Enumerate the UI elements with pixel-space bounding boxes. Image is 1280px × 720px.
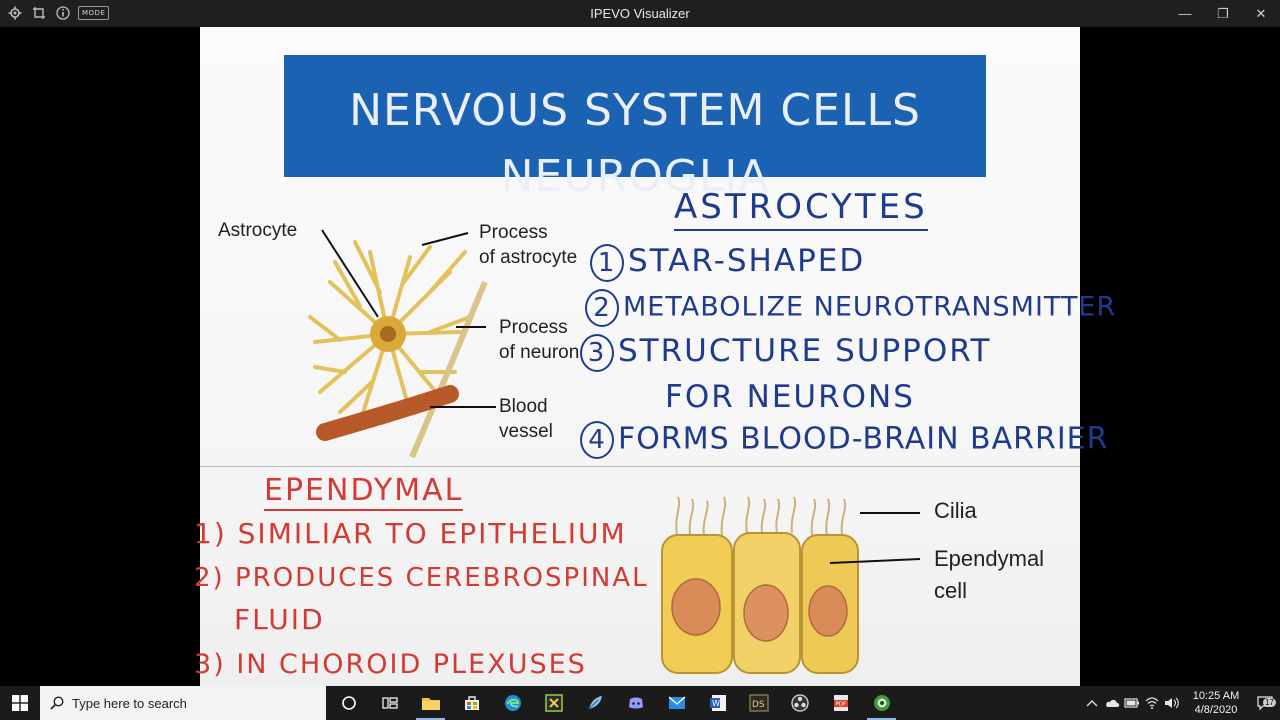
search-icon (50, 696, 64, 710)
astro-point-4-text: FORMS BLOOD-BRAIN BARRIER (618, 421, 1109, 457)
notification-count-badge: 17 (1263, 698, 1276, 707)
label-cilia: Cilia (934, 498, 977, 523)
notification-center-button[interactable]: 17 (1250, 696, 1280, 711)
ependymal-point-1: 1) SIMILIAR TO EPITHELIUM (194, 517, 627, 550)
ependymal-point-3-number: 3 (194, 649, 214, 680)
astro-point-4-number: 4 (580, 421, 614, 459)
taskbar-search-box[interactable]: Type here to search (40, 686, 326, 720)
svg-text:W: W (712, 699, 720, 708)
info-icon[interactable] (54, 4, 72, 22)
onedrive-cloud-icon[interactable] (1102, 698, 1122, 708)
ependymal-leader-lines (829, 512, 921, 564)
slide-title-line-1: NERVOUS SYSTEM CELLS (349, 85, 921, 136)
windows-logo-icon (12, 695, 28, 711)
svg-text:PDF: PDF (835, 702, 846, 708)
start-button[interactable] (0, 686, 40, 720)
edge-icon[interactable] (492, 686, 533, 720)
astro-point-3-text: STRUCTURE SUPPORT (618, 333, 992, 369)
file-explorer-icon[interactable] (410, 686, 451, 720)
section-divider (200, 466, 1080, 467)
ependymal-point-2-text: PRODUCES CEREBROSPINAL (234, 563, 649, 593)
label-ependymal-1: Ependymal (934, 546, 1045, 571)
ipevo-icon[interactable] (861, 686, 902, 720)
camera-preview: NERVOUS SYSTEM CELLS NEUROGLIA (0, 27, 1280, 686)
taskbar-clock[interactable]: 10:25 AM 4/8/2020 (1182, 689, 1250, 717)
app-icon[interactable] (533, 686, 574, 720)
crop-icon[interactable] (30, 4, 48, 22)
slide-title-band: NERVOUS SYSTEM CELLS NEUROGLIA (284, 55, 986, 202)
discord-icon[interactable] (615, 686, 656, 720)
label-blood-1: Blood (499, 396, 548, 417)
window-controls: — ❐ ✕ (1166, 0, 1280, 27)
ependymal-point-2-number: 2 (194, 563, 213, 593)
clock-time: 10:25 AM (1192, 690, 1240, 702)
ependymal-point-3: 3) IN CHOROID PLEXUSES (194, 649, 587, 680)
app-title: IPEVO Visualizer (590, 6, 690, 21)
astrocytes-heading: ASTROCYTES (674, 187, 928, 231)
settings-gear-icon[interactable] (6, 4, 24, 22)
astro-point-1-text: STAR-SHAPED (628, 243, 866, 279)
astro-point-3-cont-text: FOR NEURONS (665, 379, 915, 415)
word-icon[interactable]: W (697, 686, 738, 720)
wifi-icon[interactable] (1142, 697, 1162, 709)
label-astrocyte: Astrocyte (218, 220, 298, 241)
ependymal-point-2: 2) PRODUCES CEREBROSPINAL (194, 563, 649, 593)
pdf-icon[interactable]: PDF (820, 686, 861, 720)
label-process-neuron-1: Process (499, 317, 568, 338)
close-button[interactable]: ✕ (1255, 5, 1267, 21)
ependymal-point-3-text: IN CHOROID PLEXUSES (236, 649, 587, 680)
ependymal-point-2-cont-text: FLUID (234, 603, 325, 636)
ependymal-point-1-text: SIMILIAR TO EPITHELIUM (237, 517, 627, 550)
label-ependymal-2: cell (934, 578, 968, 603)
search-placeholder: Type here to search (72, 695, 187, 711)
ds-icon[interactable]: DS (738, 686, 779, 720)
whiteboard-page: NERVOUS SYSTEM CELLS NEUROGLIA (194, 27, 1115, 686)
astro-point-3-number: 3 (580, 333, 614, 372)
taskbar-apps: W DS PDF (328, 686, 902, 720)
battery-icon[interactable] (1122, 698, 1142, 708)
clock-date: 4/8/2020 (1194, 704, 1238, 716)
label-process-neuron-2: of neuron (499, 342, 580, 363)
ependymal-point-2-cont: FLUID (234, 603, 325, 636)
ependymal-cell-illustration (661, 496, 859, 674)
astrocyte-illustration (308, 229, 488, 459)
ependymal-heading: EPENDYMAL (264, 473, 464, 511)
obs-icon[interactable] (779, 686, 820, 720)
feather-icon[interactable] (574, 686, 615, 720)
label-process-astrocyte-2: of astrocyte (479, 247, 578, 268)
store-icon[interactable] (451, 686, 492, 720)
slide-title-line-2: NEUROGLIA (500, 151, 770, 202)
astro-point-1-number: 1 (590, 243, 624, 282)
restore-button[interactable]: ❐ (1217, 5, 1229, 21)
astro-point-2-text: METABOLIZE NEUROTRANSMITTER (623, 291, 1117, 323)
chevron-up-icon[interactable] (1082, 699, 1102, 707)
svg-text:DS: DS (752, 700, 765, 710)
label-process-astrocyte-1: Process (479, 222, 548, 243)
ependymal-point-1-number: 1 (194, 517, 214, 550)
system-tray: 10:25 AM 4/8/2020 17 (1082, 686, 1280, 720)
label-blood-2: vessel (499, 421, 553, 442)
window-titlebar: MODE IPEVO Visualizer — ❐ ✕ (0, 0, 1280, 27)
mail-icon[interactable] (656, 686, 697, 720)
cortana-icon[interactable] (328, 686, 369, 720)
task-view-icon[interactable] (369, 686, 410, 720)
titlebar-tools: MODE (6, 4, 110, 22)
astro-point-2-number: 2 (585, 289, 619, 327)
mode-button[interactable]: MODE (78, 6, 110, 20)
astro-point-3-cont: FOR NEURONS (665, 379, 915, 415)
minimize-button[interactable]: — (1178, 6, 1192, 21)
volume-icon[interactable] (1162, 697, 1182, 709)
windows-taskbar: Type here to search W DS PDF 10:25 AM 4/… (0, 686, 1280, 720)
label-leader-lines (421, 232, 496, 408)
